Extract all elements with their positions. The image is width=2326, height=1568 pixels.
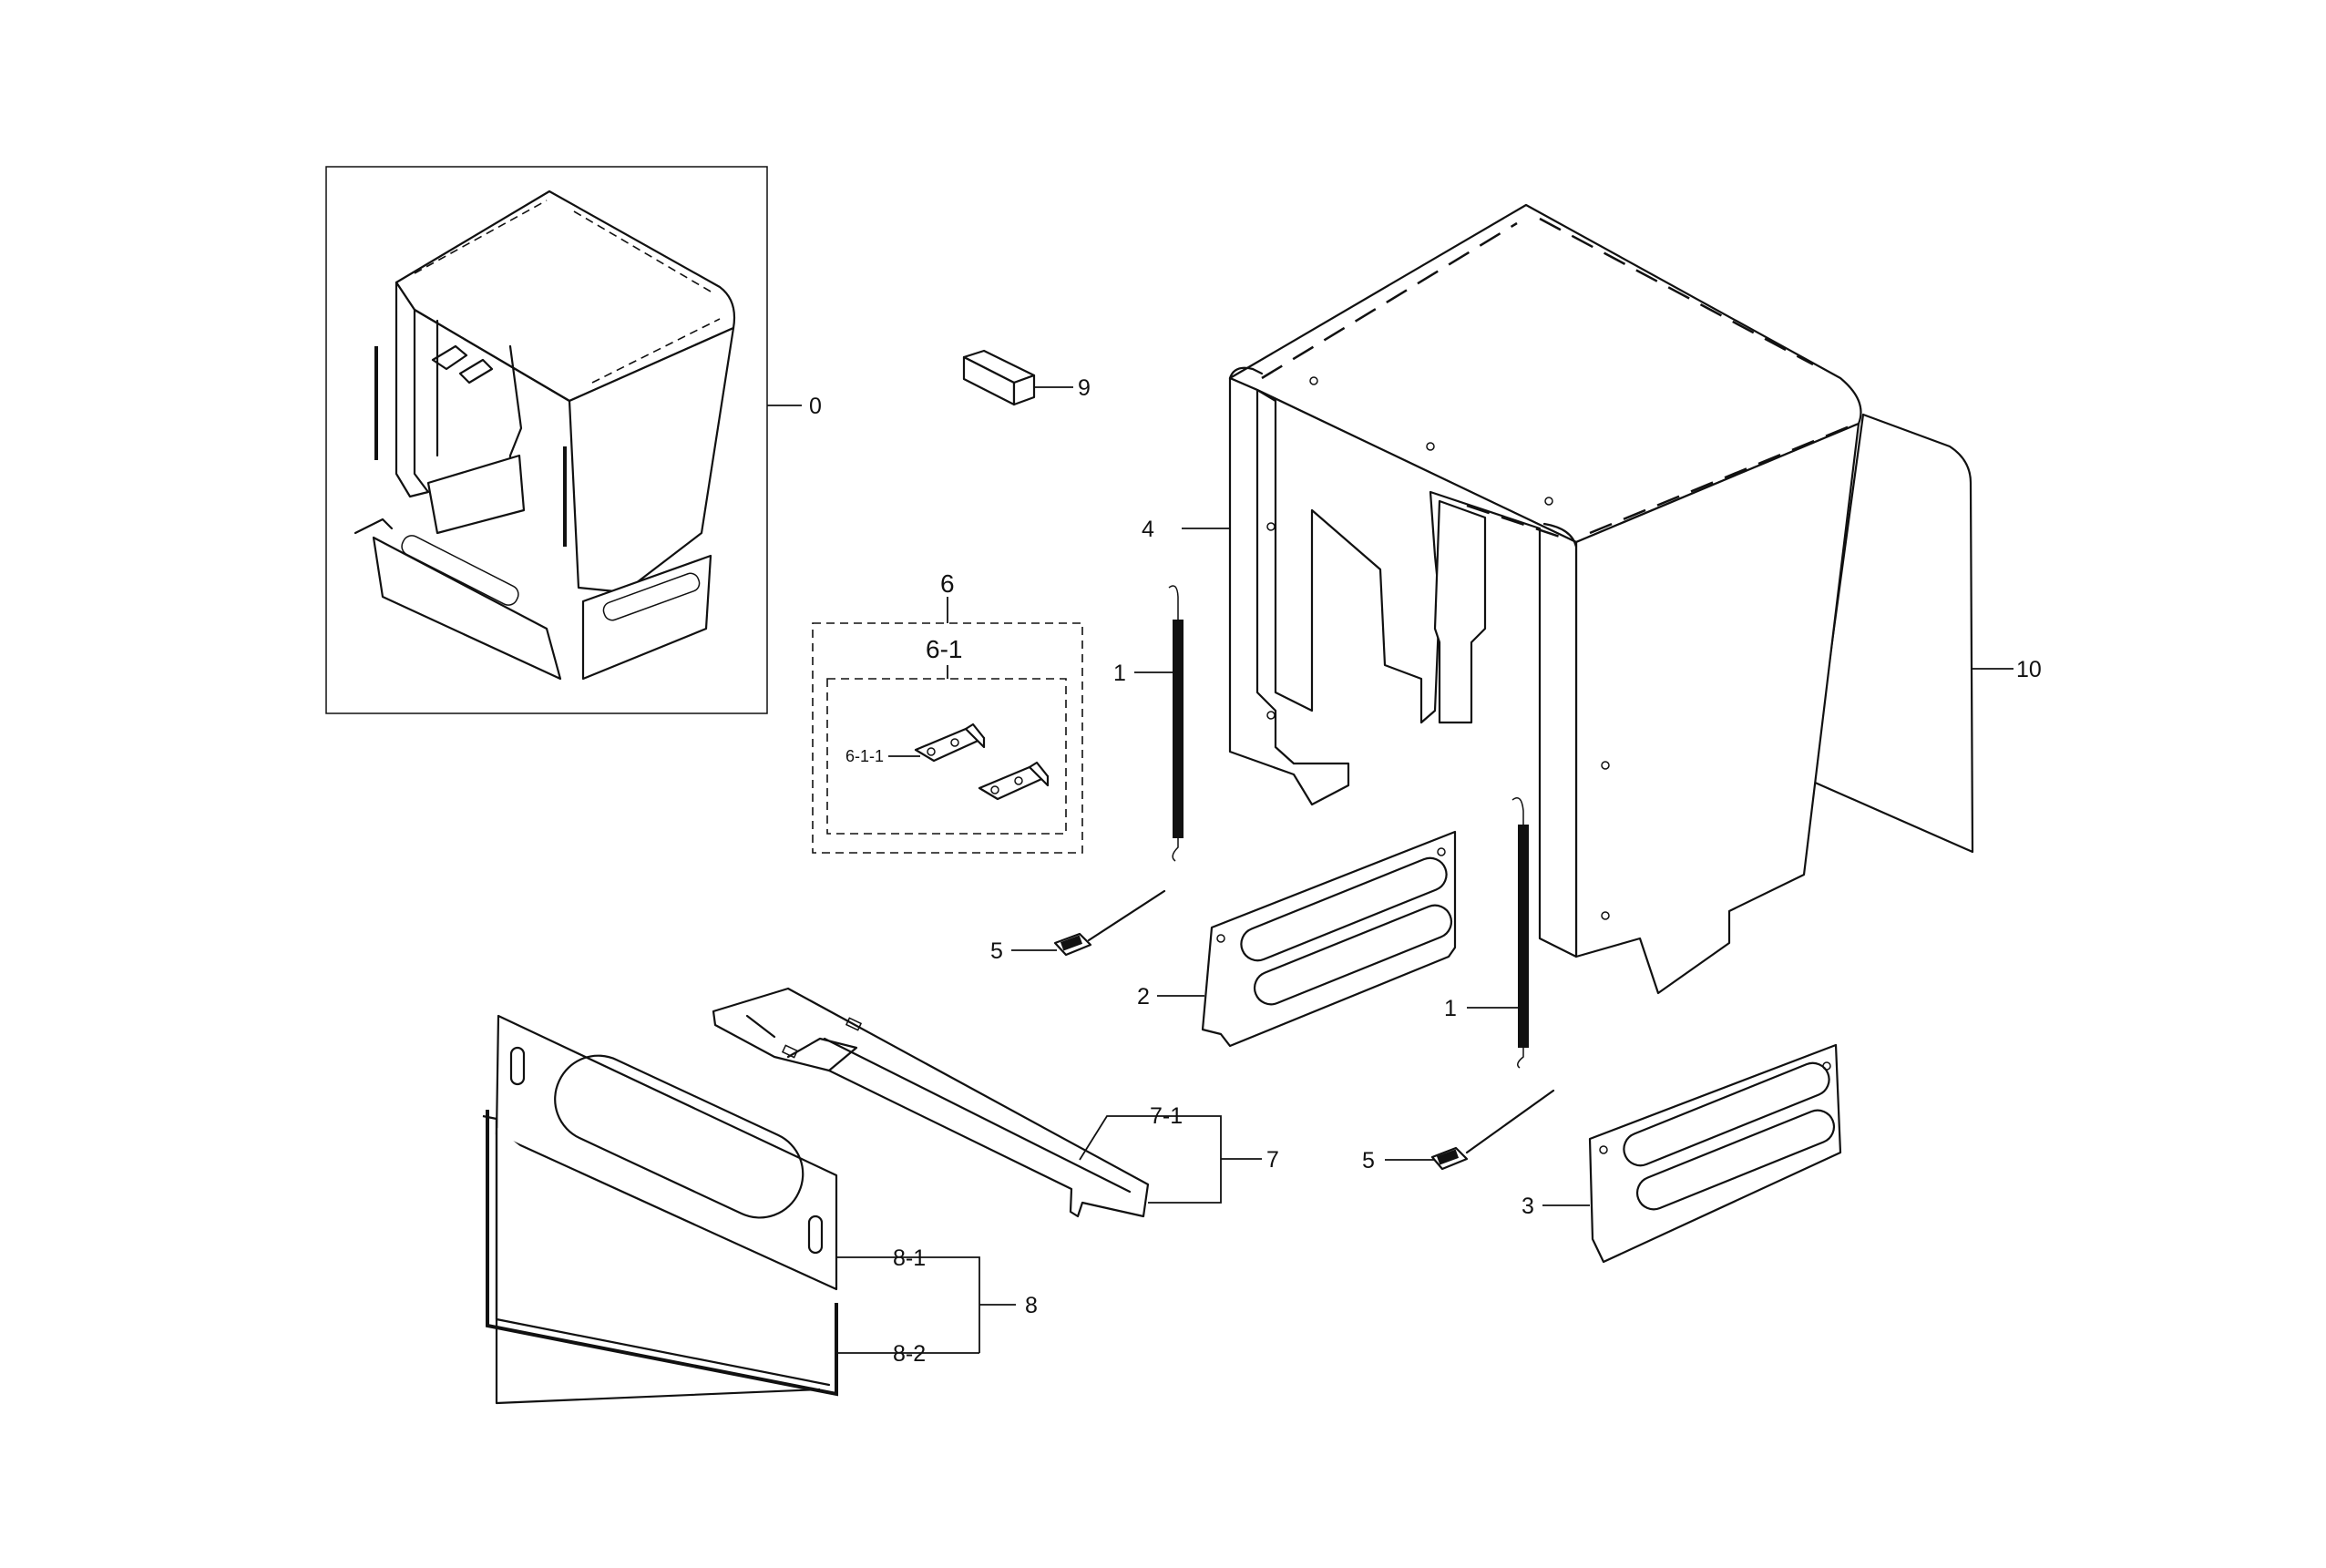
label-part-8-2: 8-2 xyxy=(893,1341,926,1367)
tub-seam-right xyxy=(1589,425,1850,535)
tub-top-corner xyxy=(1542,522,1578,548)
label-part-8: 8 xyxy=(1025,1293,1038,1318)
inset-tub-dashes xyxy=(414,200,721,384)
part-10-panel xyxy=(1811,413,1974,854)
label-part-4: 4 xyxy=(1142,517,1154,542)
label-part-6-1: 6-1 xyxy=(926,635,962,663)
tub-right-side xyxy=(1574,422,1860,995)
label-part-5a: 5 xyxy=(990,938,1003,964)
inset-panel-right xyxy=(581,554,712,681)
hinge-plate-b xyxy=(978,761,1050,801)
label-part-1a: 1 xyxy=(1113,661,1126,686)
label-part-6-1-1: 6-1-1 xyxy=(845,747,884,765)
tub-left-frame xyxy=(1228,376,1350,806)
tub-seam-inner xyxy=(1466,504,1563,539)
inset-hinges xyxy=(431,344,494,384)
label-part-10: 10 xyxy=(2016,657,2042,682)
inset-panel-left xyxy=(372,536,562,681)
inset-lower-bracket xyxy=(426,454,526,535)
part-3-panel xyxy=(1588,1043,1842,1264)
inset-frame xyxy=(325,166,768,714)
label-part-9: 9 xyxy=(1078,375,1091,401)
part-5-cable-b xyxy=(1430,1089,1555,1171)
label-part-2: 2 xyxy=(1137,984,1150,1009)
part-1-spring-a xyxy=(1168,585,1183,862)
inset-tub-side xyxy=(568,326,735,594)
tub-inner-column xyxy=(1433,499,1487,724)
label-part-1b: 1 xyxy=(1444,996,1457,1021)
part-9-block xyxy=(962,349,1036,406)
tub-top-lip xyxy=(1228,366,1264,380)
inset-cable xyxy=(354,518,394,535)
leader-8 xyxy=(836,1256,1016,1354)
label-part-0: 0 xyxy=(809,394,822,419)
label-part-7-1: 7-1 xyxy=(1150,1103,1183,1129)
label-part-3: 3 xyxy=(1522,1194,1534,1219)
part-5-cable-a xyxy=(1053,889,1166,957)
label-part-8-1: 8-1 xyxy=(893,1245,926,1271)
label-part-5b: 5 xyxy=(1362,1148,1375,1173)
part-7-rail xyxy=(712,987,1150,1218)
hinge-plate-a xyxy=(914,723,986,763)
label-part-6: 6 xyxy=(940,569,955,598)
part-1-spring-b xyxy=(1511,797,1529,1069)
inset-tub-edge xyxy=(413,308,571,403)
tub-inner-wall xyxy=(1255,388,1578,958)
tub-seam-front xyxy=(1261,221,1518,380)
part-8-panel xyxy=(482,1014,838,1405)
assembly-inset xyxy=(325,166,768,714)
tub-seam-side xyxy=(1539,217,1814,366)
part-4-tub xyxy=(1228,203,1974,995)
inset-panel-right-slot xyxy=(602,572,701,621)
part-2-panel xyxy=(1201,830,1457,1048)
part-6-box xyxy=(812,622,1083,854)
inset-panel-slot xyxy=(401,535,519,606)
part-6-1-box xyxy=(826,678,1067,835)
label-part-7: 7 xyxy=(1266,1147,1279,1173)
